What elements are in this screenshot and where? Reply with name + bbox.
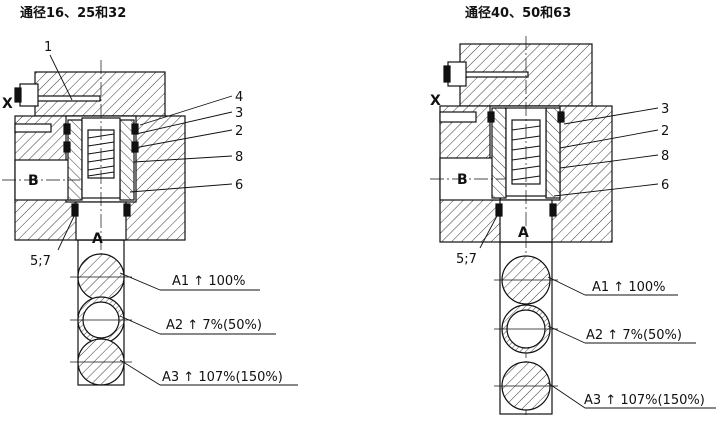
left-seal-lower-right: [123, 203, 131, 217]
right-valve-section: [430, 36, 613, 415]
left-leaders: [49, 54, 298, 386]
right-x-channel: [439, 111, 477, 123]
right-seal-upper-left: [487, 111, 495, 123]
right-control-line: [459, 71, 529, 78]
right-area-a2-label: A2 ↑ 7%(50%): [586, 328, 682, 343]
left-port-x: X: [2, 96, 13, 112]
right-callout-2: 2: [661, 124, 669, 139]
left-seal-upper-left: [63, 123, 71, 135]
left-port-b: B: [28, 173, 39, 189]
left-seal-lower-left: [71, 203, 79, 217]
left-callout-6: 6: [235, 178, 243, 193]
left-area-a1-label: A1 ↑ 100%: [172, 274, 246, 289]
left-callout-1: 1: [44, 40, 52, 55]
right-callout-57: 5;7: [456, 252, 477, 267]
left-callout-57: 5;7: [30, 254, 51, 269]
left-orifice-plug: [19, 83, 39, 107]
left-x-channel: [14, 123, 52, 133]
right-seal-lower-left: [495, 203, 503, 217]
left-area-a3-label: A3 ↑ 107%(150%): [162, 370, 283, 385]
left-area-a2-label: A2 ↑ 7%(50%): [166, 318, 262, 333]
right-callout-3: 3: [661, 102, 669, 117]
right-title: 通径40、50和63: [465, 5, 571, 21]
left-title: 通径16、25和32: [20, 5, 126, 21]
left-cover-block: [34, 71, 166, 117]
left-port-a: A: [92, 231, 103, 247]
right-port-a: A: [518, 225, 529, 241]
left-callout-3: 3: [235, 106, 243, 121]
right-seal-lower-right: [549, 203, 557, 217]
left-callout-2: 2: [235, 124, 243, 139]
right-area-a3-label: A3 ↑ 107%(150%): [584, 393, 705, 408]
left-orifice-cap: [14, 87, 22, 103]
left-callout-8: 8: [235, 150, 243, 165]
right-port-x: X: [430, 93, 441, 109]
left-valve-section: [2, 60, 186, 386]
right-callout-8: 8: [661, 149, 669, 164]
left-callout-4: 4: [235, 90, 243, 105]
right-orifice-cap: [443, 65, 451, 83]
right-port-b: B: [457, 172, 468, 188]
right-seal-upper-right: [557, 111, 565, 123]
right-leaders: [479, 107, 716, 409]
left-seal-upper-right: [131, 123, 139, 135]
right-area-a1-label: A1 ↑ 100%: [592, 280, 666, 295]
right-orifice-plug: [447, 61, 467, 87]
left-seal-mid-left: [63, 141, 71, 153]
right-callout-6: 6: [661, 178, 669, 193]
left-control-line: [29, 95, 101, 102]
